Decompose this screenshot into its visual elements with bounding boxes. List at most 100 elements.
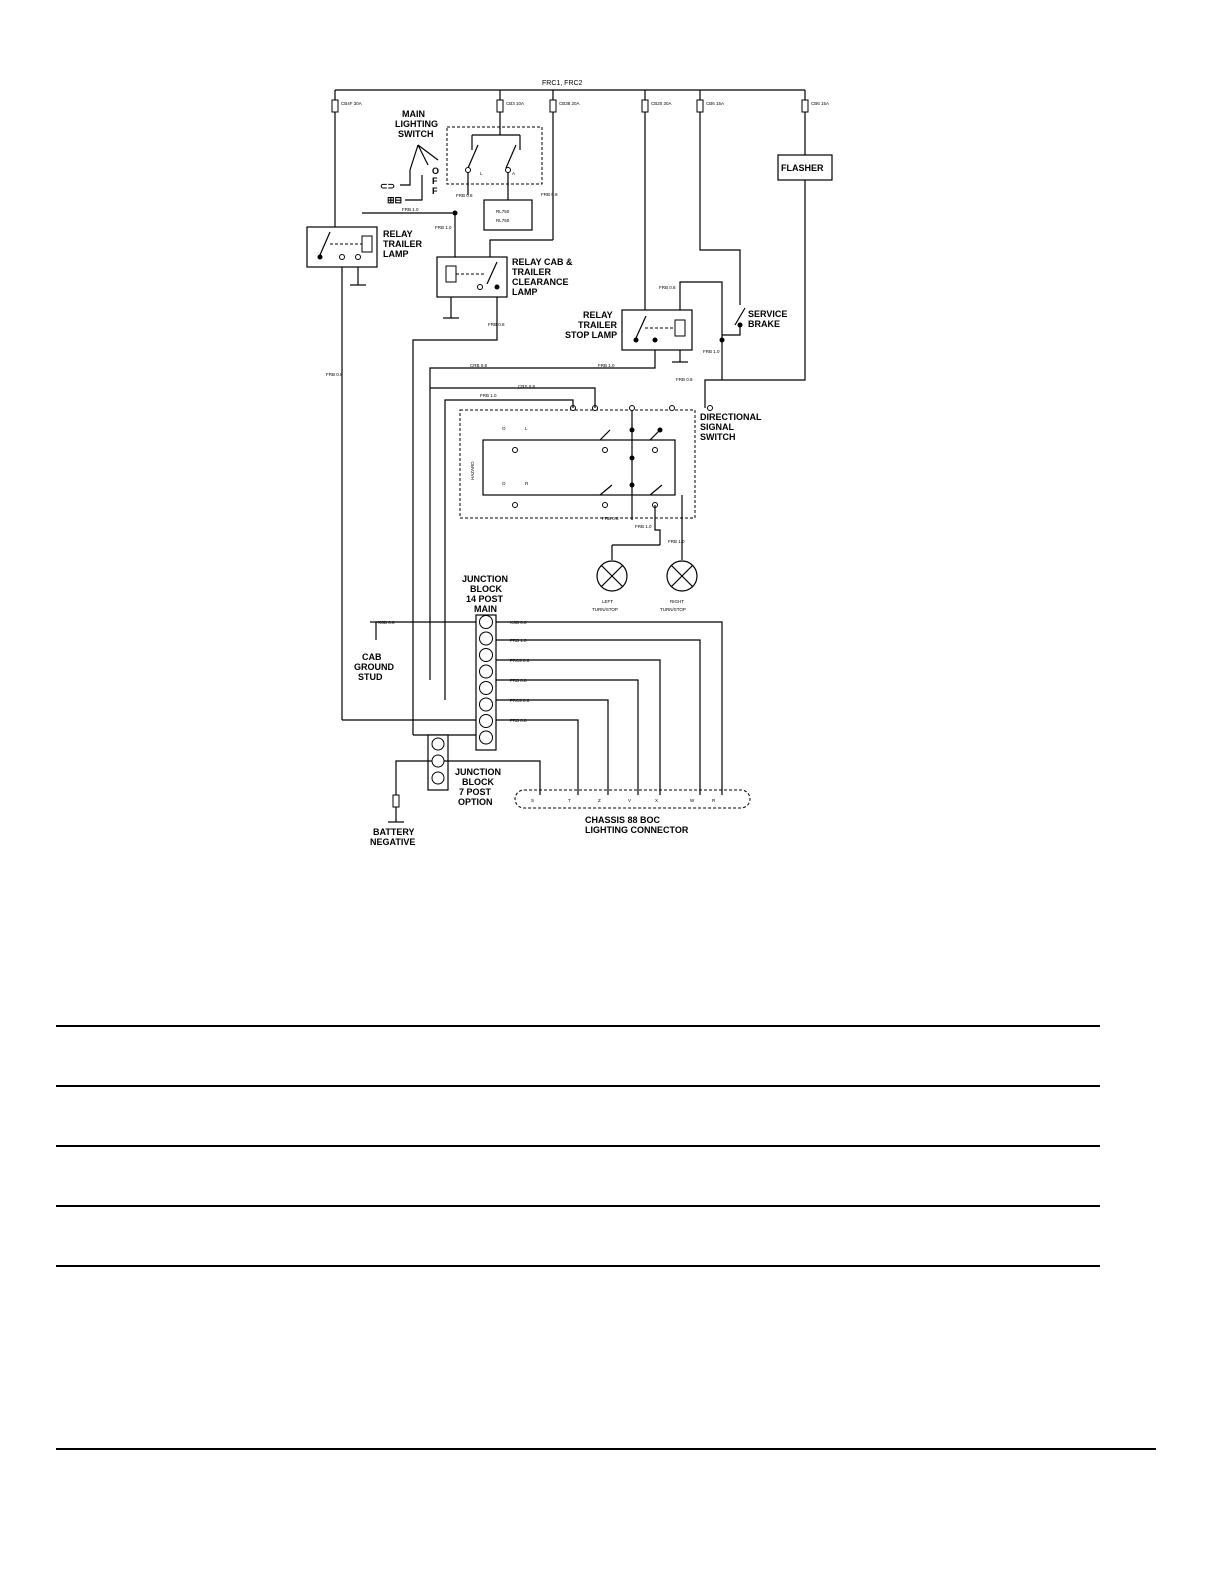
svg-text:JUNCTION: JUNCTION — [455, 767, 501, 777]
svg-text:F: F — [432, 186, 438, 196]
svg-text:BLOCK: BLOCK — [470, 584, 502, 594]
svg-text:JUNCTION: JUNCTION — [462, 574, 508, 584]
svg-text:T: T — [568, 798, 571, 803]
svg-text:CRS 0.8: CRS 0.8 — [518, 384, 536, 389]
svg-text:TURN/STOP: TURN/STOP — [660, 607, 686, 612]
rule-5 — [56, 1265, 1100, 1267]
service-brake: SERVICE BRAKE — [699, 112, 787, 380]
svg-text:XSB 0.8: XSB 0.8 — [378, 620, 395, 625]
svg-text:FRB 1.0: FRB 1.0 — [703, 349, 720, 354]
junction-post — [479, 631, 493, 646]
cab-ground-stud: CAB GROUND STUD — [354, 621, 476, 682]
svg-text:L: L — [525, 426, 528, 431]
svg-text:LIGHTING: LIGHTING — [395, 119, 438, 129]
svg-text:L: L — [480, 171, 483, 176]
svg-text:SWITCH: SWITCH — [398, 129, 434, 139]
svg-text:FRB 0.8: FRB 0.8 — [326, 372, 343, 377]
svg-text:SERVICE: SERVICE — [748, 309, 787, 319]
flasher: FLASHER — [704, 112, 833, 408]
rule-2 — [56, 1085, 1100, 1087]
svg-text:TURN/STOP: TURN/STOP — [592, 607, 618, 612]
svg-text:XSB 0.8: XSB 0.8 — [510, 620, 527, 625]
svg-text:O: O — [432, 166, 439, 176]
fuse-4: CB20 30A — [641, 90, 672, 113]
junction-block-7: JUNCTION BLOCK 7 POST OPTION — [427, 734, 501, 807]
junction-post — [479, 681, 493, 695]
svg-text:STUD: STUD — [358, 672, 383, 682]
svg-text:GROUND: GROUND — [354, 662, 394, 672]
svg-text:RIGHT: RIGHT — [670, 599, 684, 604]
battery-negative: BATTERY NEGATIVE — [370, 794, 415, 847]
svg-text:CLEARANCE: CLEARANCE — [512, 277, 569, 287]
junction-post — [479, 664, 493, 679]
svg-text:R: R — [525, 481, 529, 486]
fuse-6: CB6 15A — [801, 90, 829, 113]
relay-trailer-lamp: RELAY TRAILER LAMP — [306, 226, 422, 268]
svg-text:CB6 15A: CB6 15A — [811, 101, 829, 106]
svg-text:RELAY: RELAY — [383, 229, 413, 239]
svg-text:HAZARD: HAZARD — [470, 461, 475, 480]
junction-post — [479, 730, 493, 745]
svg-text:FRC5 0.8: FRC5 0.8 — [510, 658, 530, 663]
junction-post — [479, 697, 493, 712]
fuse-3: CB38 20A — [549, 90, 580, 113]
svg-text:FRB 0.8: FRB 0.8 — [659, 285, 676, 290]
svg-text:CB38 20A: CB38 20A — [559, 101, 580, 106]
svg-text:X: X — [655, 798, 658, 803]
svg-text:FRB 0.8: FRB 0.8 — [602, 516, 619, 521]
svg-text:SIGNAL: SIGNAL — [700, 422, 735, 432]
rule-6 — [56, 1448, 1156, 1450]
svg-text:FRB 1.0: FRB 1.0 — [402, 207, 419, 212]
fuse-1: CB4F 30A — [331, 90, 362, 113]
svg-text:TRAILER: TRAILER — [383, 239, 422, 249]
svg-text:SWITCH: SWITCH — [700, 432, 736, 442]
svg-text:R: R — [712, 798, 716, 803]
left-turnstop-lamp: LEFT TURN/STOP — [592, 544, 660, 612]
junction-post — [479, 615, 493, 629]
rule-1 — [56, 1025, 1100, 1027]
junction-post — [479, 714, 493, 728]
rule-4 — [56, 1205, 1100, 1207]
bus-label: FRC1, FRC2 — [542, 80, 583, 87]
svg-text:FRB 1.0: FRB 1.0 — [668, 539, 685, 544]
directional-signal-switch: DIRECTIONAL SIGNAL SWITCH HAZARD O L O R — [459, 405, 762, 520]
svg-text:14 POST: 14 POST — [466, 594, 504, 604]
relay-trailer-stop: RELAY TRAILER STOP LAMP — [565, 309, 693, 351]
svg-text:FRB 1.0: FRB 1.0 — [598, 363, 615, 368]
svg-text:⊞⊟: ⊞⊟ — [387, 195, 402, 205]
junction-posts — [479, 615, 493, 745]
svg-text:RL750: RL750 — [496, 218, 510, 223]
svg-text:CB6 15A: CB6 15A — [706, 101, 724, 106]
rule-3 — [56, 1145, 1100, 1147]
svg-text:FRB 1.0: FRB 1.0 — [480, 393, 497, 398]
svg-text:BATTERY: BATTERY — [373, 827, 415, 837]
svg-text:FRB 0.8: FRB 0.8 — [510, 678, 527, 683]
svg-text:FRB 0.8: FRB 0.8 — [488, 322, 505, 327]
svg-text:FLASHER: FLASHER — [781, 163, 824, 173]
svg-text:LAMP: LAMP — [512, 287, 538, 297]
main-lighting-switch: MAIN LIGHTING SWITCH O F F ⊂⊃ ⊞⊟ — [380, 109, 439, 205]
svg-text:BLOCK: BLOCK — [462, 777, 494, 787]
svg-text:LIGHTING CONNECTOR: LIGHTING CONNECTOR — [585, 825, 689, 835]
svg-text:LAMP: LAMP — [383, 249, 409, 259]
svg-text:NEGATIVE: NEGATIVE — [370, 837, 415, 847]
svg-text:CAB: CAB — [362, 652, 382, 662]
svg-text:V: V — [628, 798, 631, 803]
svg-text:FRB 0.8: FRB 0.8 — [510, 718, 527, 723]
svg-text:OPTION: OPTION — [458, 797, 493, 807]
fuse-5: CB6 15A — [696, 90, 724, 113]
svg-text:MAIN: MAIN — [402, 109, 425, 119]
svg-text:FRB 1.0: FRB 1.0 — [635, 524, 652, 529]
svg-text:A: A — [512, 171, 515, 176]
svg-text:RL750: RL750 — [496, 209, 510, 214]
svg-text:MAIN: MAIN — [474, 604, 497, 614]
relay-cab-clearance: RELAY CAB & TRAILER CLEARANCE LAMP — [436, 256, 573, 298]
svg-text:O: O — [502, 481, 506, 486]
svg-text:CHASSIS 88 BOC: CHASSIS 88 BOC — [585, 815, 661, 825]
chassis-lighting-connector: S T Z V X W R CHASSIS 88 BOC LIGHTING CO… — [514, 789, 751, 835]
svg-text:CB20 30A: CB20 30A — [651, 101, 672, 106]
svg-text:⊂⊃: ⊂⊃ — [380, 181, 395, 191]
svg-text:FRB 0.8: FRB 0.8 — [456, 193, 473, 198]
right-turnstop-lamp: RIGHT TURN/STOP — [660, 540, 698, 612]
